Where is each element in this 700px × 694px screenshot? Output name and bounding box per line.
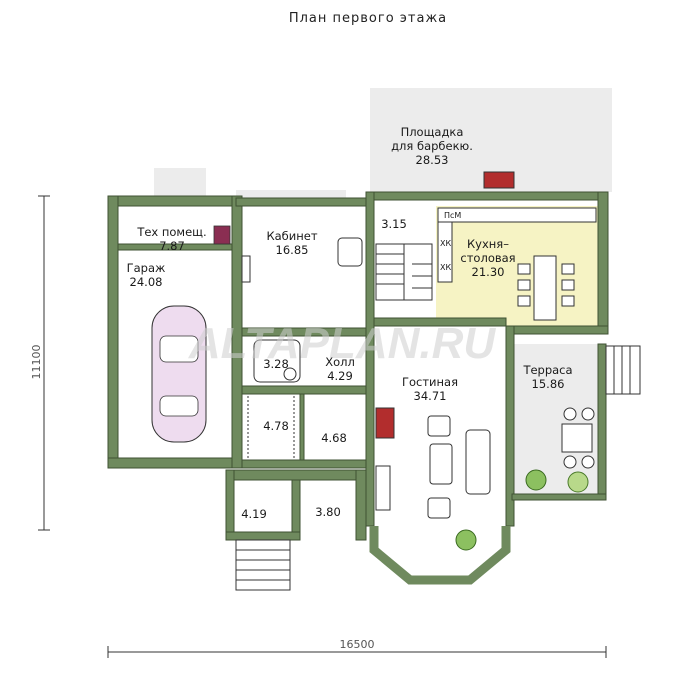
kitchen-counter bbox=[437, 207, 597, 283]
room-area-tech: 7.87 bbox=[159, 239, 185, 253]
closet-floor bbox=[242, 394, 300, 460]
room-area-room468: 4.68 bbox=[321, 431, 347, 445]
tech-room-floor bbox=[118, 206, 232, 244]
room-name-office: Кабинет bbox=[266, 229, 317, 243]
room-name-tech: Тех помещ. bbox=[136, 225, 206, 239]
office-bookshelf bbox=[241, 255, 251, 283]
toilet-icon bbox=[283, 367, 297, 381]
room-name-kitchen: Кухня– bbox=[467, 237, 509, 251]
plant-icon bbox=[567, 471, 589, 493]
office-floor bbox=[242, 206, 366, 328]
top-porch bbox=[154, 168, 206, 196]
plant-icon bbox=[455, 529, 477, 551]
room-label-closet: 4.78 bbox=[263, 419, 289, 433]
car bbox=[151, 305, 207, 443]
fixture-label-pm: ПсМ bbox=[444, 211, 461, 220]
dining-table-set bbox=[517, 255, 575, 321]
room-label-tech: Тех помещ.7.87 bbox=[136, 225, 206, 253]
dimension-horizontal bbox=[107, 646, 607, 658]
tech-equipment-icon bbox=[213, 225, 231, 245]
room-label-room468: 4.68 bbox=[321, 431, 347, 445]
room-area-office: 16.85 bbox=[276, 243, 309, 257]
hall-floor bbox=[304, 336, 366, 386]
tv-unit-icon bbox=[375, 465, 391, 511]
room-area-kitchen: 21.30 bbox=[472, 265, 505, 279]
bbq-grill-icon bbox=[483, 171, 515, 189]
stair-floor bbox=[374, 206, 436, 318]
vest419-floor bbox=[234, 480, 292, 532]
dimension-width: 16500 bbox=[340, 638, 375, 651]
armchair-icon bbox=[427, 497, 451, 519]
room-name-kitchen: столовая bbox=[460, 251, 515, 265]
room-area-garage: 24.08 bbox=[130, 275, 163, 289]
room468-floor bbox=[304, 394, 366, 460]
room-name-hall: Холл bbox=[325, 355, 355, 369]
bay-window-wall bbox=[369, 526, 511, 585]
terrace-stair bbox=[605, 345, 641, 395]
room-area-closet: 4.78 bbox=[263, 419, 289, 433]
top-step bbox=[236, 190, 346, 198]
room-name-living: Гостиная bbox=[402, 375, 458, 389]
fixture-label-hk2: ХК bbox=[440, 263, 451, 272]
plant-icon bbox=[525, 469, 547, 491]
office-armchair bbox=[337, 237, 363, 267]
entry-stair bbox=[235, 539, 291, 591]
room-area-living: 34.71 bbox=[414, 389, 447, 403]
room-area-bbq: 28.53 bbox=[416, 153, 449, 167]
walls bbox=[107, 191, 609, 541]
terrace-table-set bbox=[561, 407, 595, 469]
dimension-vertical bbox=[38, 195, 50, 531]
room-label-bath: 3.28 bbox=[263, 357, 289, 371]
watermark: ALTAPLAN.RU bbox=[188, 319, 497, 368]
room-area-vest380: 3.80 bbox=[315, 505, 341, 519]
armchair-icon bbox=[427, 415, 451, 437]
room-label-vest419: 4.19 bbox=[241, 507, 267, 521]
coffee-table-icon bbox=[429, 443, 453, 485]
room-name-bbq: для барбекю. bbox=[391, 139, 473, 153]
room-area-bath: 3.28 bbox=[263, 357, 289, 371]
dimension-height: 11100 bbox=[30, 345, 43, 380]
room-name-garage: Гараж bbox=[127, 261, 166, 275]
sofa-icon bbox=[465, 429, 491, 495]
room-name-terrace: Терраса bbox=[522, 363, 572, 377]
fixture-label-hk1: ХК bbox=[440, 239, 451, 248]
plan-title: План первого этажа bbox=[289, 11, 447, 26]
interior-stair bbox=[375, 243, 433, 301]
fireplace-icon bbox=[375, 407, 395, 439]
room-name-bbq: Площадка bbox=[401, 125, 464, 139]
room-area-vest419: 4.19 bbox=[241, 507, 267, 521]
room-label-vest380: 3.80 bbox=[315, 505, 341, 519]
room-area-hall: 4.29 bbox=[327, 369, 353, 383]
room-area-stair: 3.15 bbox=[381, 217, 407, 231]
room-label-stair: 3.15 bbox=[381, 217, 407, 231]
room-area-terrace: 15.86 bbox=[532, 377, 565, 391]
vest380-floor bbox=[300, 480, 356, 532]
